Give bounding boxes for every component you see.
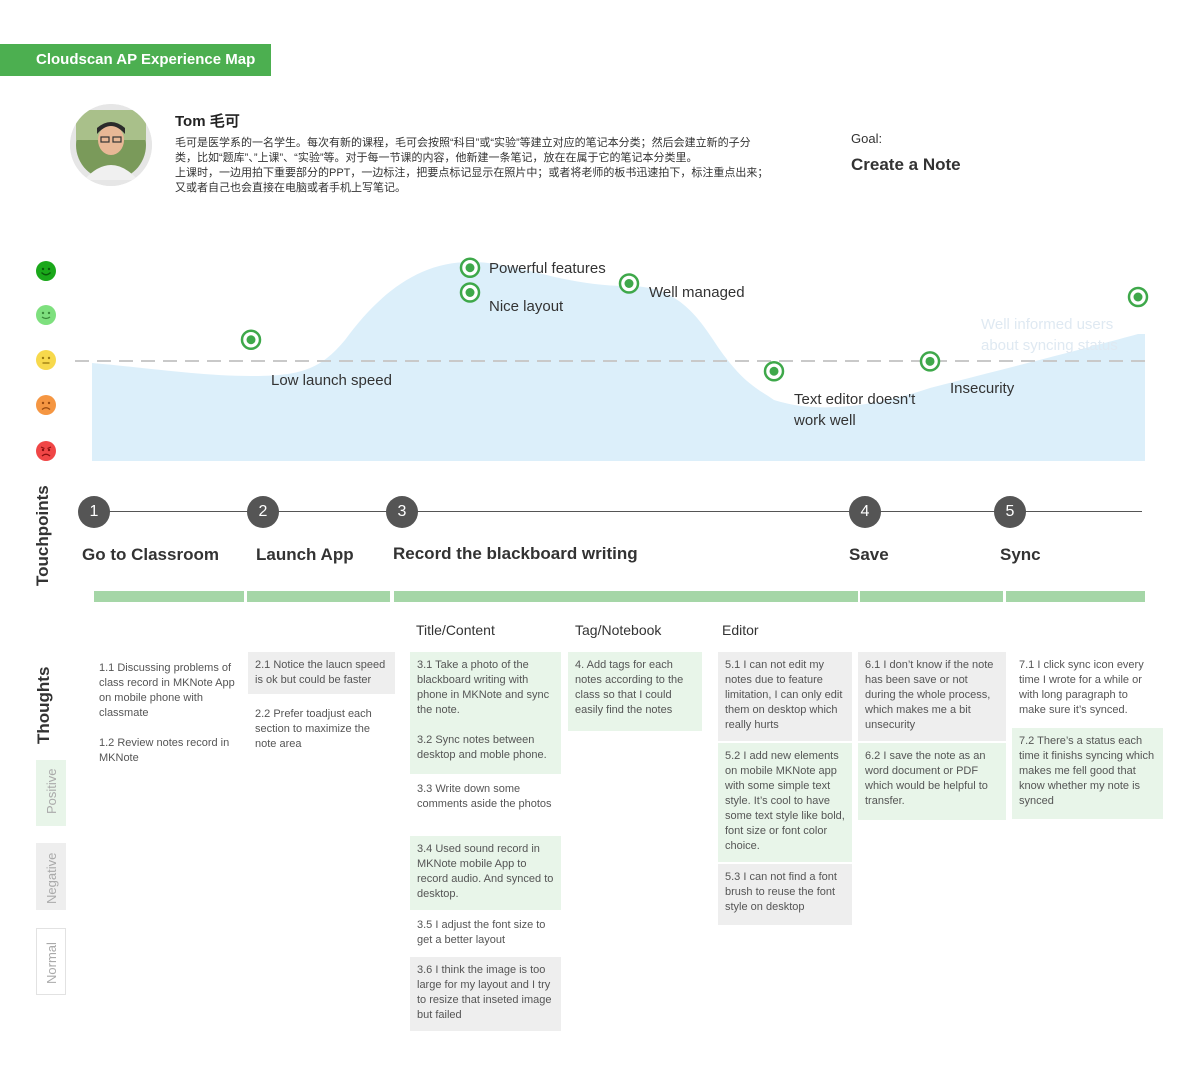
map-title-banner: Cloudscan AP Experience Map — [0, 44, 271, 76]
legend-positive-label: Positive — [44, 768, 59, 814]
goal-label: Goal: — [851, 131, 883, 146]
thought-3-1: 3.1 Take a photo of the blackboard writi… — [417, 659, 550, 716]
touchpoint-sync: Sync — [1000, 545, 1041, 564]
legend-positive: Positive — [36, 760, 66, 826]
touchpoint-launch-app: Launch App — [256, 545, 354, 564]
column-header-tag-notebook: Tag/Notebook — [575, 622, 662, 638]
persona-name: Tom 毛可 — [175, 113, 240, 130]
thought-1-1: 1.1 Discussing problems of class record … — [99, 662, 235, 719]
thought-6-1: 6.1 I don’t know if the note has been sa… — [865, 659, 994, 731]
thought-7-1: 7.1 I click sync icon every time I wrote… — [1019, 659, 1144, 716]
thoughts-section-label: Thoughts — [34, 666, 53, 744]
stage-bar-save — [860, 591, 1003, 602]
touchpoint-number-4: 4 — [849, 496, 881, 528]
legend-negative-label: Negative — [44, 852, 59, 904]
column-header-title-content: Title/Content — [416, 622, 495, 638]
persona-description: 毛可是医学系的一名学生。每次有新的课程，毛可会按照“科目”或“实验”等建立对应的… — [175, 137, 769, 194]
neutral-face-icon — [36, 350, 56, 370]
happy-face-icon — [36, 305, 56, 325]
thought-card-2-2: 2.2 Prefer toadjust each section to maxi… — [248, 701, 395, 758]
thought-card-3-1-3-2: 3.1 Take a photo of the blackboard writi… — [410, 652, 561, 774]
thought-card-5-2: 5.2 I add new elements on mobile MKNote … — [718, 743, 852, 862]
thought-6-2: 6.2 I save the note as an word document … — [865, 750, 988, 807]
thought-card-3-4: 3.4 Used sound record in MKNote mobile A… — [410, 836, 561, 910]
thought-5-3: 5.3 I can not find a font brush to reuse… — [725, 871, 837, 913]
thought-card-3-6: 3.6 I think the image is too large for m… — [410, 957, 561, 1031]
thought-card-3-3: 3.3 Write down some comments aside the p… — [410, 776, 561, 818]
thought-3-6: 3.6 I think the image is too large for m… — [417, 964, 552, 1021]
thought-3-3: 3.3 Write down some comments aside the p… — [417, 783, 552, 810]
journey-emotion-area — [92, 262, 1145, 461]
very-happy-face-icon — [36, 261, 56, 281]
touchpoint-number-2: 2 — [247, 496, 279, 528]
thought-1-2: 1.2 Review notes record in MKNote — [99, 737, 230, 764]
journey-curve-chart — [75, 257, 1149, 461]
column-header-editor: Editor — [722, 622, 759, 638]
thought-2-1: 2.1 Notice the laucn speed is ok but cou… — [255, 659, 386, 686]
journey-marker-dot-2 — [465, 263, 475, 273]
touchpoint-go-to-classroom: Go to Classroom — [82, 545, 219, 564]
legend-normal: Normal — [36, 928, 66, 995]
journey-label-well-managed: Well managed — [649, 284, 745, 301]
goal-value: Create a Note — [851, 155, 961, 174]
stage-bar-launch — [247, 591, 390, 602]
person-photo-icon — [70, 104, 152, 186]
journey-marker-dot-5 — [769, 366, 779, 376]
thought-card-6-1: 6.1 I don’t know if the note has been sa… — [858, 652, 1006, 741]
journey-label-low-launch-speed: Low launch speed — [271, 372, 392, 389]
legend-negative: Negative — [36, 843, 66, 910]
thought-card-5-1: 5.1 I can not edit my notes due to featu… — [718, 652, 852, 741]
thought-3-4: 3.4 Used sound record in MKNote mobile A… — [417, 843, 554, 900]
journey-label-insecurity: Insecurity — [950, 380, 1015, 397]
sad-face-icon — [36, 395, 56, 415]
journey-marker-dot-4 — [624, 279, 634, 288]
touchpoints-section-label: Touchpoints — [33, 485, 52, 586]
journey-marker-dot-3 — [465, 288, 475, 297]
thought-card-6-2: 6.2 I save the note as an word document … — [858, 743, 1006, 820]
thought-5-1: 5.1 I can not edit my notes due to featu… — [725, 659, 843, 731]
touchpoint-number-5: 5 — [994, 496, 1026, 528]
thought-card-classroom: 1.1 Discussing problems of class record … — [92, 655, 245, 772]
persona-avatar — [70, 104, 152, 186]
angry-face-icon — [36, 441, 56, 461]
legend-normal-label: Normal — [44, 942, 59, 984]
journey-marker-dot-7 — [1133, 292, 1143, 302]
touchpoint-timeline — [93, 511, 1142, 512]
thought-card-7-2: 7.2 There’s a status each time it finish… — [1012, 728, 1163, 819]
stage-bar-record — [394, 591, 858, 602]
thought-card-2-1: 2.1 Notice the laucn speed is ok but cou… — [248, 652, 395, 694]
thought-2-2: 2.2 Prefer toadjust each section to maxi… — [255, 708, 372, 750]
touchpoint-record-blackboard: Record the blackboard writing — [393, 544, 638, 563]
journey-marker-dot-1 — [246, 335, 256, 345]
thought-3-5: 3.5 I adjust the font size to get a bett… — [417, 919, 546, 946]
journey-label-nice-layout: Nice layout — [489, 298, 564, 315]
stage-bar-sync — [1006, 591, 1145, 602]
journey-label-well-informed: Well informed users about syncing status — [981, 316, 1118, 354]
thought-card-5-3: 5.3 I can not find a font brush to reuse… — [718, 864, 852, 925]
thought-card-3-5: 3.5 I adjust the font size to get a bett… — [410, 912, 561, 954]
touchpoint-save: Save — [849, 545, 889, 564]
stage-bar-classroom — [94, 591, 244, 602]
journey-label-powerful-features: Powerful features — [489, 260, 606, 277]
touchpoint-number-1: 1 — [78, 496, 110, 528]
thought-card-4: 4. Add tags for each notes according to … — [568, 652, 702, 731]
journey-label-text-editor: Text editor doesn't work well — [794, 391, 916, 429]
thought-7-2: 7.2 There’s a status each time it finish… — [1019, 735, 1155, 807]
journey-marker-dot-6 — [925, 356, 935, 366]
thought-4: 4. Add tags for each notes according to … — [575, 659, 684, 716]
touchpoint-number-3: 3 — [386, 496, 418, 528]
thought-3-2: 3.2 Sync notes between desktop and moble… — [417, 734, 547, 761]
thought-card-7-1: 7.1 I click sync icon every time I wrote… — [1012, 652, 1163, 724]
thought-5-2: 5.2 I add new elements on mobile MKNote … — [725, 750, 845, 852]
